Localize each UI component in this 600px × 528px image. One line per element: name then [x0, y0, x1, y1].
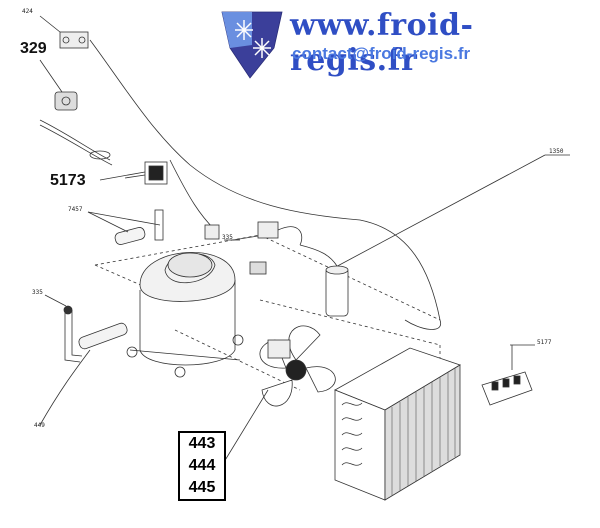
- compressor: [126, 224, 244, 378]
- part-444: 444: [188, 457, 216, 474]
- contact-email[interactable]: contact@froid-regis.fr: [292, 44, 471, 63]
- label-335: 335: [32, 289, 43, 296]
- part-5177: [481, 344, 535, 406]
- label-1350: 1350: [549, 148, 564, 155]
- part-445: 445: [188, 479, 216, 496]
- label-335-top: 335: [222, 234, 233, 241]
- snowflake-logo: [221, 11, 283, 79]
- part-number-box: 443 444 445: [178, 431, 226, 501]
- label-449: 449: [34, 422, 45, 429]
- relay: [232, 221, 303, 275]
- part-7457: [87, 209, 164, 245]
- label-424: 424: [22, 8, 33, 15]
- condenser: [334, 347, 461, 501]
- label-7457: 7457: [68, 206, 83, 213]
- label-5177: 5177: [537, 339, 552, 346]
- part-424: [39, 15, 89, 49]
- website-title[interactable]: www.froid-regis.fr: [290, 8, 474, 78]
- part-443: 443: [188, 435, 216, 452]
- part-329: [39, 59, 113, 166]
- label-329: 329: [20, 40, 47, 57]
- part-5173: [99, 161, 168, 185]
- part-449: [39, 322, 128, 426]
- fan-443-445: [223, 325, 336, 463]
- part-1350: [299, 244, 349, 317]
- label-5173: 5173: [50, 172, 86, 189]
- part-335-tube: [44, 294, 83, 363]
